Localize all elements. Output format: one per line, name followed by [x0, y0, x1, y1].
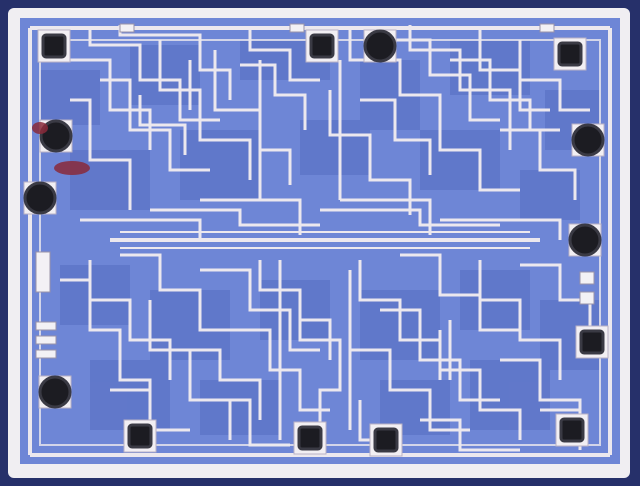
bond-pad-left-1	[39, 119, 73, 153]
bond-pad-top-3	[363, 29, 397, 63]
bond-wire-ball	[23, 181, 57, 215]
bond-wire-ball	[571, 123, 605, 157]
bond-pad-bottom-4	[555, 413, 589, 447]
bond-wire-ball	[373, 427, 399, 453]
bond-pad-bottom-2	[293, 421, 327, 455]
bond-pad-right-1	[571, 123, 605, 157]
bond-wire-ball	[38, 375, 72, 409]
bond-pad-top-4	[553, 37, 587, 71]
bond-pad-right-3	[575, 325, 609, 359]
surface-residue	[32, 122, 90, 175]
bond-wire-ball	[559, 417, 585, 443]
bond-wire-ball	[363, 29, 397, 63]
bond-wire-ball	[579, 329, 605, 355]
contact-pads-small	[35, 23, 595, 359]
bond-wire-ball	[39, 119, 73, 153]
bond-wire-ball	[297, 425, 323, 451]
bond-pad-left-2	[23, 181, 57, 215]
bond-wire-ball	[309, 33, 335, 59]
bond-pad-bottom-3	[369, 423, 403, 457]
bond-pad-left-3	[38, 375, 72, 409]
bond-pad-right-2	[568, 223, 602, 257]
bond-pad-top-1	[37, 29, 71, 63]
bond-wire-ball	[557, 41, 583, 67]
bond-pads	[23, 29, 609, 457]
bond-pad-top-2	[305, 29, 339, 63]
bond-wire-ball	[41, 33, 67, 59]
bond-wire-ball	[568, 223, 602, 257]
bond-pad-bottom-1	[123, 419, 157, 453]
bond-wire-ball	[127, 423, 153, 449]
